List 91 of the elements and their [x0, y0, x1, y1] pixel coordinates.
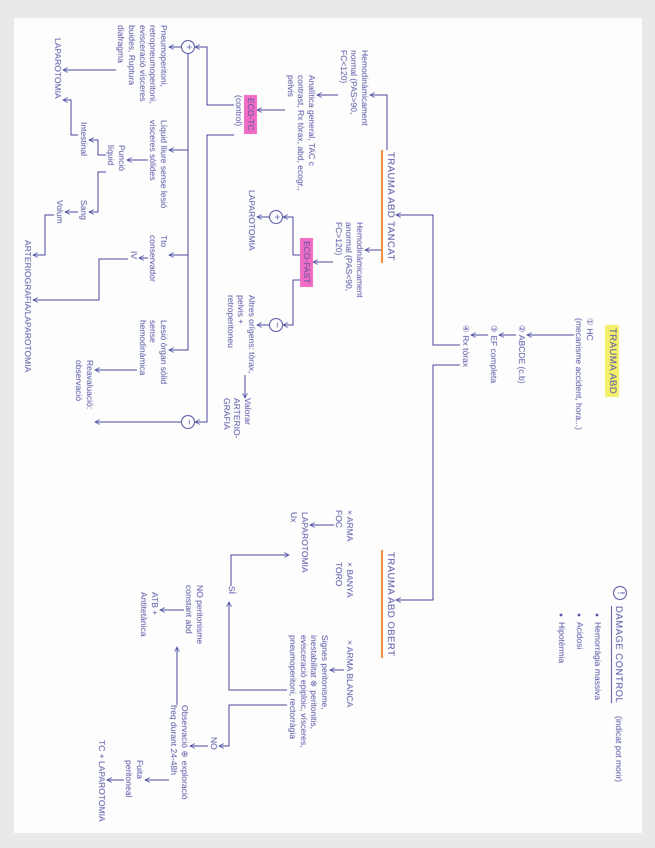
- arrow: [160, 607, 184, 613]
- underlined-heading: TRAUMA ABD OBERT: [381, 550, 396, 658]
- arrow: [62, 67, 116, 73]
- underlined-heading: TRAUMA ABD TANCAT: [381, 150, 396, 263]
- note-text: ARTERIOGRAFIA/LAPAROTOMIA: [22, 240, 33, 390]
- note-text: IV: [128, 251, 139, 267]
- arrow: [498, 332, 516, 338]
- note-text: Sang: [78, 200, 89, 230]
- arrow: [62, 97, 78, 136]
- note-text: Intestinal: [78, 122, 89, 167]
- note-text: ④ Rx tòrax: [460, 325, 471, 415]
- arrow: [330, 667, 344, 673]
- arrow: [32, 214, 54, 258]
- arrow: [256, 214, 270, 220]
- note-text: (mecanisme accident, hora...): [574, 318, 584, 432]
- note-text: Pneumoperitoni, retropneumoperitoni, evisceració vísceres buides, Ruptura diafragma: [116, 25, 169, 115]
- note-text: ③ EF completa: [488, 325, 499, 415]
- arrow: [94, 367, 138, 373]
- arrow: [174, 646, 180, 706]
- note-text: Reavaluació: observació: [74, 360, 95, 432]
- highlighted-text: ECO-FAST: [300, 238, 313, 287]
- arrow: [316, 92, 338, 98]
- note-text: LAPAROTOMIA Ux: [288, 512, 310, 582]
- note-text: NO peritonisme constant abd: [184, 585, 205, 647]
- arrow: [168, 54, 188, 353]
- arrow: [88, 137, 106, 156]
- arrow: [94, 419, 182, 425]
- arrow: [242, 374, 248, 398]
- arrow: [370, 92, 388, 150]
- arrow: [526, 332, 574, 338]
- arrow: [64, 209, 78, 215]
- note-text: Fuita peritoneal: [124, 760, 145, 810]
- note-text: (control): [234, 95, 244, 128]
- bullet-text: Hemorràgia massiva: [592, 622, 603, 700]
- note-text: ① HC: [584, 318, 595, 343]
- note-text: LAPAROTOMIA: [246, 190, 257, 260]
- arrow: [194, 134, 234, 425]
- note-text: ② ABCDE (c.b): [516, 325, 527, 415]
- arrow: [190, 743, 208, 749]
- arrow: [226, 602, 288, 690]
- bullet-text: Acidosi: [574, 622, 585, 650]
- note-text: Hemodinàmicament normal (PAS>90, FC<120): [338, 50, 370, 145]
- note-text: Líquid lliure sense lesió vísceres sòlides: [148, 120, 169, 212]
- arrow: [256, 322, 270, 328]
- note-text: Lesió òrgan sòlid sense hemodinàmica: [137, 320, 169, 396]
- note-text: Analítica general, TAC c contrast, Rx tòrax, abd, ecogr., pelvis: [285, 75, 317, 193]
- highlighted-title: TRAUMA ABD: [605, 325, 619, 398]
- highlighted-text: ECO-TC: [244, 95, 257, 134]
- arrow: [194, 44, 234, 106]
- arrow: [168, 44, 182, 50]
- arrow: [470, 332, 488, 338]
- note-text: Punció líquid: [106, 145, 127, 187]
- note-text: Valorar ARTERIO-GRAFIA: [221, 398, 253, 453]
- bullet-text: Hipotèrmia: [556, 622, 567, 664]
- note-text: NO: [208, 737, 219, 755]
- arrow: [144, 777, 170, 783]
- arrow: [256, 107, 286, 113]
- arrow: [364, 247, 382, 253]
- note-text: Observació ⊕ exploració freq durant 24-48h: [168, 705, 190, 800]
- note-text: ATB + Antitetànica: [138, 592, 160, 644]
- arrow: [396, 212, 460, 346]
- arrow: [32, 258, 128, 303]
- arrow: [218, 704, 288, 749]
- circled-sign: +: [181, 40, 195, 54]
- arrow: [106, 777, 124, 783]
- circled-sign: −: [269, 318, 283, 332]
- note-text: Altres orígens: tòrax, pelvis + retroperitoneu: [225, 295, 257, 375]
- circled-sign: !: [613, 586, 627, 600]
- note-text: Signes peritonisme, inestabilitat ⊗ peritonitis, evisceració epiploic, vísceres, pneumoperitoni, rectorràgia: [288, 635, 330, 753]
- arrow: [126, 157, 148, 163]
- note-text: × BANYA TORO: [334, 562, 355, 607]
- arrow: [312, 259, 334, 265]
- arrow: [88, 172, 106, 215]
- circled-sign: −: [181, 415, 195, 429]
- note-text: Hemodinàmicament anormal (PAS<90, FC>120): [333, 222, 365, 326]
- note-text: × ARMA FOC: [334, 510, 355, 548]
- arrow: [230, 552, 290, 586]
- arrow: [282, 280, 300, 328]
- note-text: SÍ: [226, 586, 237, 602]
- heading-text: DAMAGE CONTROL: [611, 606, 624, 704]
- note-text: TC + LAPAROTOMIA: [96, 740, 107, 835]
- arrow: [138, 255, 148, 261]
- arrow: [396, 364, 460, 603]
- circled-sign: +: [269, 210, 283, 224]
- arrow: [310, 522, 334, 528]
- note-text: (indicat pot morir): [613, 716, 624, 782]
- arrow: [282, 214, 300, 256]
- note-text: LAPAROTOMIA: [52, 38, 63, 116]
- note-text: × ARMA BLANCA: [344, 640, 355, 715]
- note-text: Volum: [54, 200, 65, 240]
- note-text: Tto conservador: [148, 235, 169, 290]
